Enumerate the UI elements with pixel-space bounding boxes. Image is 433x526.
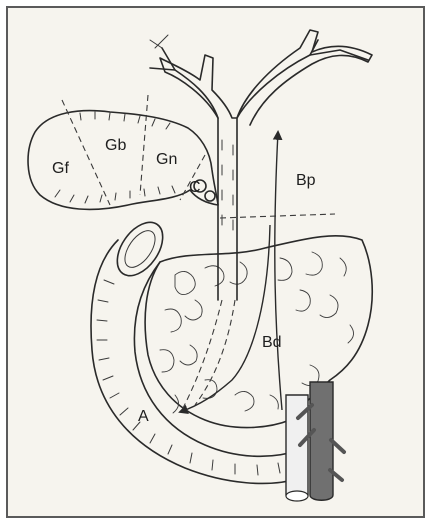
label-fundus: Gf xyxy=(52,160,69,177)
pancreas xyxy=(145,236,372,428)
bile-duct-arrows xyxy=(180,132,282,412)
label-body: Gb xyxy=(105,137,126,154)
label-proximal-bile-duct: Bp xyxy=(296,172,316,189)
label-distal-bile-duct: Bd xyxy=(262,334,282,351)
mesenteric-vessels xyxy=(286,382,344,501)
label-ampulla: A xyxy=(138,408,149,425)
label-cystic-duct: C xyxy=(189,179,201,196)
division-lines xyxy=(62,95,335,218)
hepatic-ducts xyxy=(150,30,372,300)
label-neck: Gn xyxy=(156,151,177,168)
